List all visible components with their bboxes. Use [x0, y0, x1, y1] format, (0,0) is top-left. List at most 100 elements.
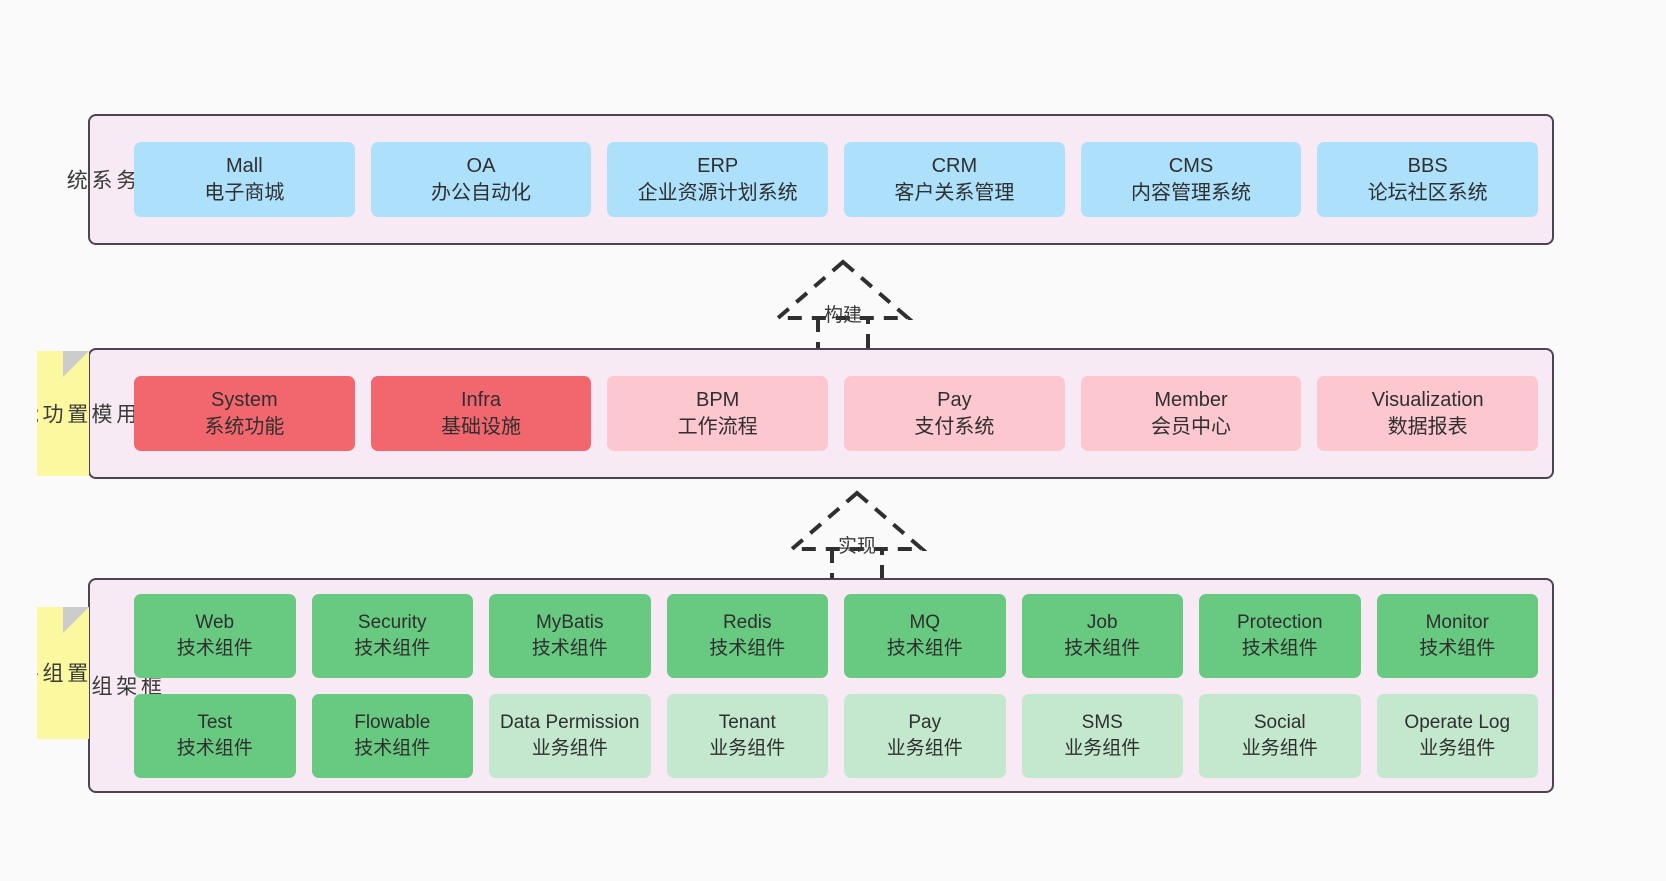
card-bbs[interactable]: BBS 论坛社区系统 [1317, 142, 1539, 217]
card-title: Social [1253, 712, 1306, 734]
card-monitor[interactable]: Monitor 技术组件 [1376, 593, 1538, 678]
card-subtitle: 企业资源计划系统 [637, 181, 798, 204]
card-subtitle: 业务组件 [531, 737, 608, 759]
card-flowable[interactable]: Flowable 技术组件 [311, 693, 473, 778]
card-mybatis[interactable]: MyBatis 技术组件 [489, 593, 651, 678]
card-infra[interactable]: Infra 基础设施 [370, 376, 592, 451]
card-title: CRM [931, 155, 978, 178]
card-title: Web [195, 612, 235, 634]
card-tenant[interactable]: Tenant 业务组件 [666, 693, 828, 778]
realization-arrow-icon [786, 490, 928, 589]
card-title: Visualization [1371, 389, 1484, 412]
card-protection[interactable]: Protection 技术组件 [1199, 593, 1361, 678]
card-title: Flowable [354, 712, 431, 734]
card-title: Test [197, 712, 233, 734]
card-pay[interactable]: Pay 支付系统 [844, 376, 1065, 451]
layer-title-business: 业 务 系 统 [64, 168, 161, 191]
card-title: Infra [460, 389, 502, 412]
card-subtitle: 技术组件 [886, 637, 963, 659]
card-cms[interactable]: CMS 内容管理系统 [1080, 142, 1302, 217]
card-subtitle: 业务组件 [886, 737, 963, 759]
card-visualization[interactable]: Visualization 数据报表 [1317, 376, 1539, 451]
connector-realize-label: 实现 [837, 536, 877, 557]
card-subtitle: 技术组件 [176, 637, 253, 659]
card-subtitle: 业务组件 [1064, 737, 1141, 759]
layer-framework-components: 框 架 组 件 Web技术组件Security技术组件MyBatis技术组件Re… [64, 578, 1554, 793]
card-web[interactable]: Web 技术组件 [134, 593, 296, 678]
card-subtitle: 工作流程 [677, 415, 758, 438]
connector-build-label: 构建 [823, 305, 863, 326]
card-subtitle: 技术组件 [1064, 637, 1141, 659]
card-title: Tenant [718, 712, 776, 734]
card-subtitle: 技术组件 [176, 737, 253, 759]
layer-business-systems: 业 务 系 统 Mall 电子商城 OA 办公自动化 ERP 企业资源计划系统 CRM 客户关… [64, 114, 1554, 245]
card-title: MyBatis [535, 612, 604, 634]
card-title: MQ [909, 612, 941, 634]
card-title: Protection [1236, 612, 1323, 634]
card-social[interactable]: Social 业务组件 [1199, 693, 1361, 778]
card-title: Pay [937, 389, 972, 412]
card-subtitle: 办公自动化 [431, 181, 531, 204]
card-subtitle: 技术组件 [531, 637, 608, 659]
card-subtitle: 基础设施 [441, 415, 521, 438]
card-subtitle: 业务组件 [1419, 737, 1496, 759]
card-title: System [210, 389, 278, 412]
card-oa[interactable]: OA 办公自动化 [370, 142, 592, 217]
card-title: BBS [1407, 155, 1448, 178]
card-mall[interactable]: Mall 电子商城 [134, 142, 355, 217]
card-subtitle: 系统功能 [204, 415, 285, 438]
card-title: Pay [908, 712, 942, 734]
card-test[interactable]: Test 技术组件 [134, 693, 296, 778]
card-mq[interactable]: MQ 技术组件 [844, 593, 1006, 678]
card-title: OA [466, 155, 496, 178]
card-title: Member [1154, 389, 1228, 412]
layer-body-business: Mall 电子商城 OA 办公自动化 ERP 企业资源计划系统 CRM 客户关系管理 CMS 内容… [134, 116, 1552, 243]
card-pay[interactable]: Pay 业务组件 [844, 693, 1006, 778]
card-subtitle: 论坛社区系统 [1367, 181, 1488, 204]
card-data-permission[interactable]: Data Permission 业务组件 [489, 693, 651, 778]
card-title: Monitor [1425, 612, 1489, 634]
card-subtitle: 客户关系管理 [894, 181, 1015, 204]
card-subtitle: 技术组件 [1419, 637, 1496, 659]
card-subtitle: 业务组件 [709, 737, 786, 759]
card-subtitle: 技术组件 [1241, 637, 1318, 659]
card-subtitle: 技术组件 [709, 637, 786, 659]
card-operate-log[interactable]: Operate Log 业务组件 [1376, 693, 1538, 778]
connector-build: 构建 [758, 256, 928, 362]
card-subtitle: 业务组件 [1241, 737, 1318, 759]
card-title: ERP [697, 155, 739, 178]
realization-arrow-icon [772, 259, 914, 358]
card-row: Mall 电子商城 OA 办公自动化 ERP 企业资源计划系统 CRM 客户关系管理 CMS 内容… [134, 142, 1539, 217]
card-system[interactable]: System 系统功能 [134, 376, 355, 451]
card-title: CMS [1168, 155, 1214, 178]
card-subtitle: 数据报表 [1387, 415, 1468, 438]
card-title: Security [357, 612, 427, 634]
card-erp[interactable]: ERP 企业资源计划系统 [607, 142, 829, 217]
card-title: Mall [226, 155, 263, 178]
connector-realize: 实现 [772, 487, 942, 593]
card-sms[interactable]: SMS 业务组件 [1021, 693, 1183, 778]
card-subtitle: 支付系统 [914, 415, 995, 438]
card-subtitle: 技术组件 [354, 737, 431, 759]
note-builtin-components: 内 置 组 件 [37, 607, 89, 739]
card-title: Operate Log [1404, 712, 1511, 734]
layer-title-framework: 框 架 组 件 [64, 674, 162, 697]
card-title: Data Permission [500, 712, 640, 734]
card-subtitle: 内容管理系统 [1131, 181, 1252, 204]
card-crm[interactable]: CRM 客户关系管理 [844, 142, 1065, 217]
card-title: SMS [1081, 712, 1123, 734]
note-builtin-features: 内 置 功 能 [37, 351, 89, 476]
card-subtitle: 电子商城 [204, 181, 285, 204]
layer-title-common: 通 用 模 块 [64, 402, 161, 425]
